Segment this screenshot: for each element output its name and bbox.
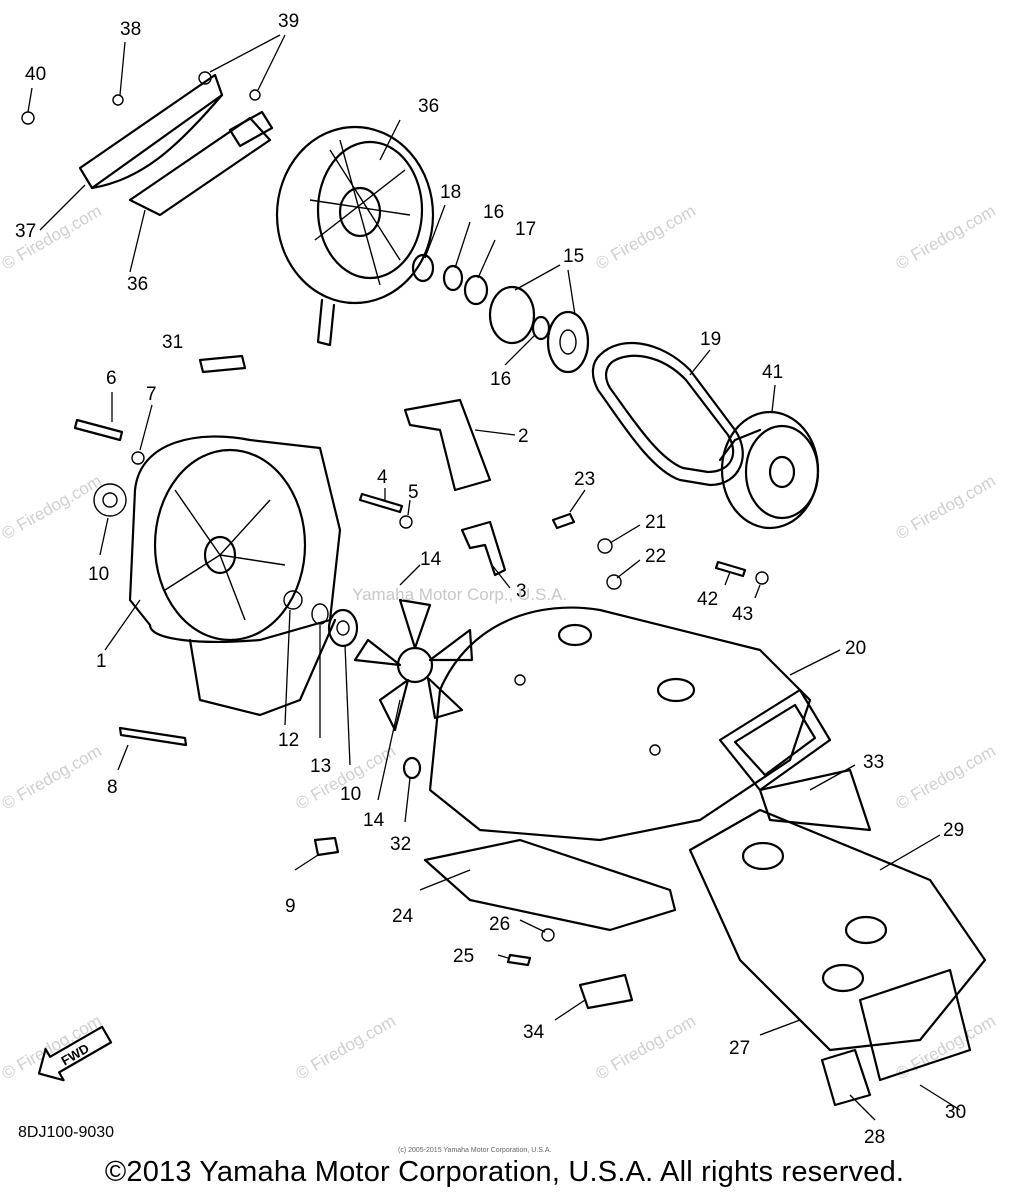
callout-30: 29 (943, 820, 964, 841)
callout-1: 1 (96, 651, 107, 672)
callout-18: 17 (515, 219, 536, 240)
callout-13: 14 (363, 810, 385, 831)
drive-belt-20 (591, 341, 744, 487)
callout-10: 10 (88, 564, 109, 585)
callout-20: 19 (700, 329, 721, 350)
callout-9: 9 (285, 896, 296, 917)
pulley-42 (718, 410, 820, 530)
callout-23: 22 (645, 546, 666, 567)
callout-labels: 40 38 39 36 18 16 17 15 16 19 41 37 36 3… (15, 11, 966, 1148)
callout-35: 34 (523, 1022, 545, 1043)
upper-bracket-assembly (21, 71, 274, 217)
starter-cover-36 (275, 125, 435, 347)
callout-6: 6 (106, 368, 117, 389)
callout-3: 3 (516, 581, 527, 602)
callout-5: 5 (408, 482, 419, 503)
watermark: © Firedog.com (0, 1011, 105, 1083)
fan-shroud-21 (402, 606, 832, 842)
copyright-notice: ©2013 Yamaha Motor Corporation, U.S.A. A… (104, 1156, 905, 1188)
callout-33: 32 (390, 834, 411, 855)
callout-27: 26 (489, 914, 510, 935)
callout-19: 18 (440, 182, 461, 203)
watermark: © Firedog.com (593, 1011, 699, 1083)
callout-15: 15 (563, 246, 584, 267)
callout-43: 42 (697, 589, 718, 610)
callout-17: 16 (483, 202, 504, 223)
callout-24: 23 (574, 469, 595, 490)
fan-housing-1 (73, 418, 413, 857)
callout-31: 30 (945, 1102, 966, 1123)
watermark: © Firedog.com (893, 201, 999, 273)
callout-2: 2 (518, 426, 529, 447)
callout-25: 24 (392, 906, 414, 927)
callout-29: 28 (864, 1127, 885, 1148)
leader-lines (27, 34, 961, 1121)
watermark: © Firedog.com (593, 201, 699, 273)
callout-12: 13 (310, 756, 331, 777)
bracket-2-and-3 (198, 354, 507, 577)
callout-42: 41 (762, 362, 783, 383)
diagram-code: 8DJ100-9030 (18, 1124, 115, 1141)
watermark: © Firedog.com (893, 471, 999, 543)
lower-plates (423, 768, 987, 1107)
callout-16: 16 (490, 369, 511, 390)
callout-22: 21 (645, 512, 666, 533)
center-watermark: Yamaha Motor Corp., U.S.A. (352, 585, 568, 604)
callout-37: 36 (127, 274, 148, 295)
callout-44: 43 (732, 604, 753, 625)
callout-7: 7 (146, 384, 157, 405)
callout-34: 33 (863, 752, 884, 773)
callout-36: 36 (418, 96, 439, 117)
callout-11: 12 (278, 730, 299, 751)
pulley-parts (411, 253, 590, 374)
callout-21: 20 (845, 638, 866, 659)
callout-8: 8 (107, 777, 118, 798)
callout-10b: 10 (340, 784, 361, 805)
watermark: © Firedog.com (893, 741, 999, 813)
callout-28: 27 (729, 1038, 750, 1059)
watermark: © Firedog.com (293, 1011, 399, 1083)
callout-26: 25 (453, 946, 474, 967)
callout-39: 38 (120, 19, 141, 40)
watermark: © Firedog.com (0, 471, 105, 543)
callout-40: 39 (278, 11, 299, 32)
watermark: © Firedog.com (0, 741, 105, 813)
watermark: © Firedog.com (893, 1011, 999, 1083)
callout-41: 40 (25, 64, 46, 85)
small-credit: (c) 2005-2015 Yamaha Motor Corporation, … (398, 1147, 552, 1154)
callout-32: 31 (162, 332, 183, 353)
callout-4: 4 (377, 467, 388, 488)
callout-38: 37 (15, 221, 36, 242)
fasteners-right (551, 512, 769, 590)
callout-14: 14 (420, 549, 442, 570)
